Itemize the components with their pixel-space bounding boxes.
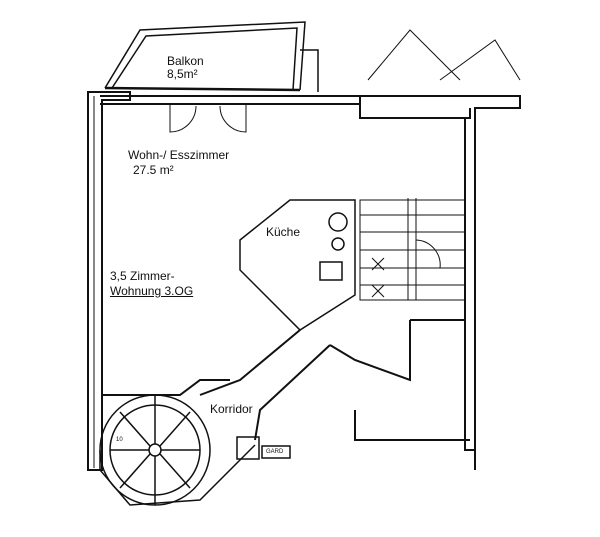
balcony-outline [104,21,319,92]
corridor-name: Korridor [210,402,253,416]
balcony-area: 8,5m² [167,67,198,81]
outer-walls [87,91,521,471]
stair-block [359,198,466,301]
balcony-doors [169,104,247,133]
wardrobe-label: GARD [266,449,284,455]
spiral-stair [99,394,256,506]
corridor-walls [199,319,470,441]
apartment-line1: 3,5 Zimmer- [110,269,175,283]
apartment-line2: Wohnung 3.OG [110,284,194,298]
balcony-name: Balkon [167,54,204,68]
living-name: Wohn-/ Esszimmer [128,148,230,162]
roof-shapes [367,29,521,81]
wardrobe-box [236,436,291,460]
kitchen-name: Küche [266,225,301,239]
kitchen-outline [239,199,356,331]
living-area: 27.5 m² [133,163,174,177]
stair-small-label: 10 [116,437,123,443]
